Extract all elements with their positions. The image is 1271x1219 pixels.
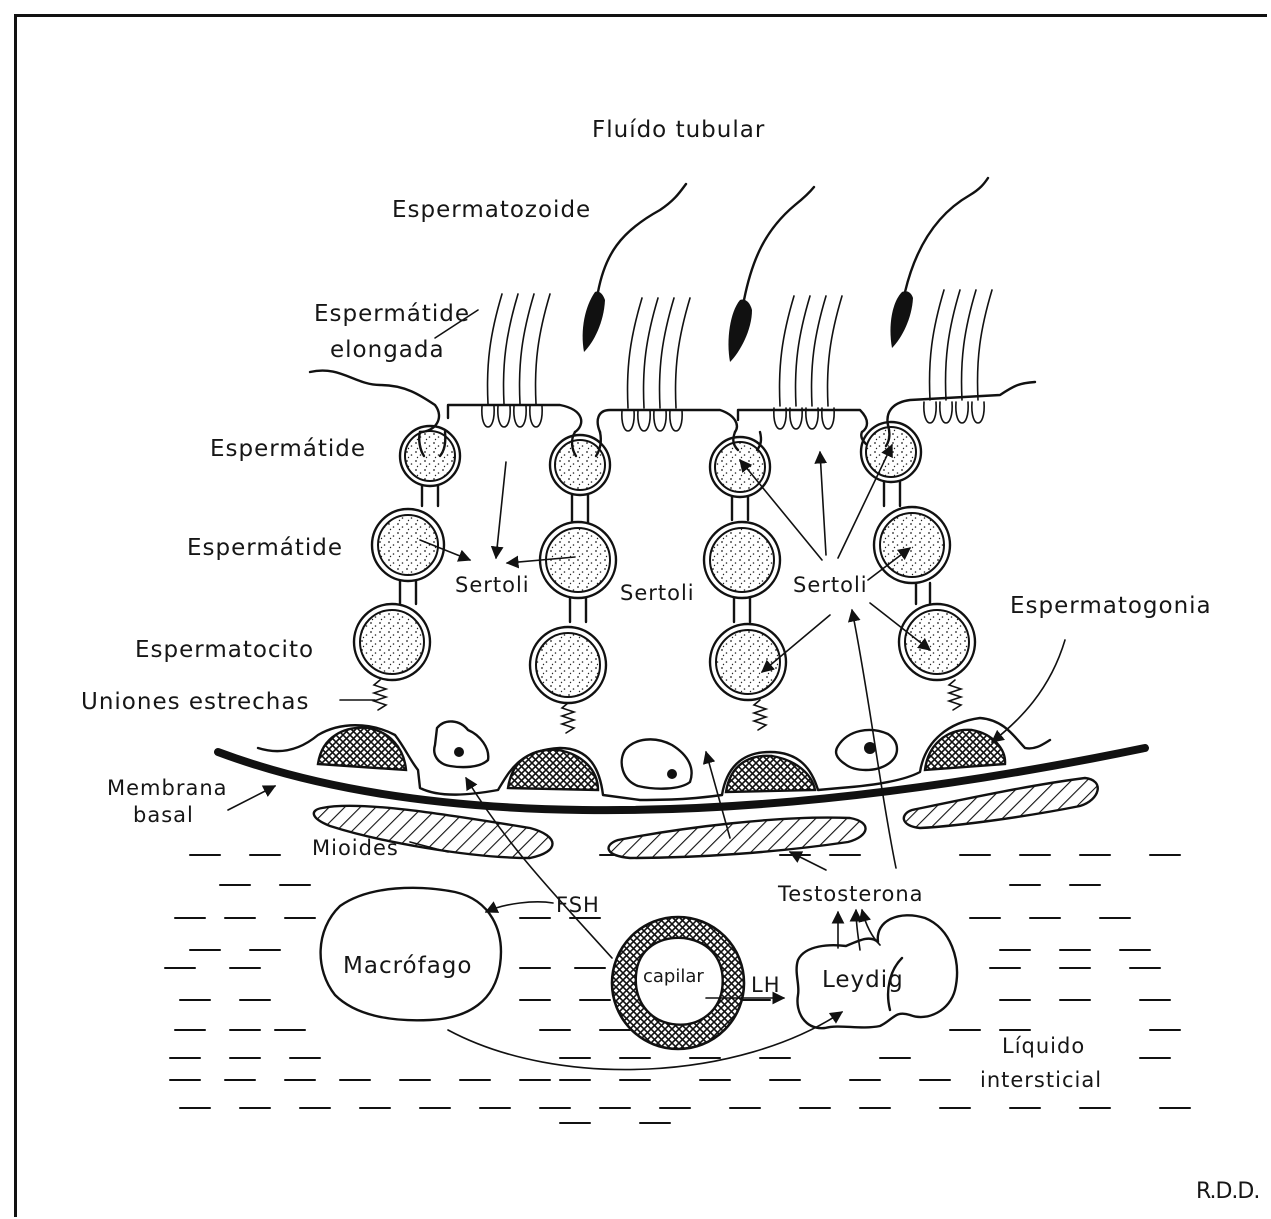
spermatid-tail <box>628 298 642 408</box>
spermatid-head-loop <box>940 402 952 423</box>
spermatid-tail <box>780 296 794 406</box>
small-cell-1 <box>434 721 488 767</box>
spermatid-tail <box>520 294 534 404</box>
label-basal: basal <box>133 801 194 829</box>
sertoli-column-2 <box>530 432 616 733</box>
spermatid-tail <box>644 298 658 408</box>
spermatid-head-loop <box>530 406 542 427</box>
sertoli-column-4 <box>861 422 975 710</box>
label-espermatide-elongada-line2: elongada <box>330 336 445 364</box>
small-cell-2 <box>622 739 692 788</box>
label-espermatide-1: Espermátide <box>210 435 366 463</box>
spermatid-tail <box>676 298 690 408</box>
spermatid-head-loop <box>670 410 682 431</box>
spermatogonium-4 <box>925 730 1005 770</box>
spermatid-head-loop <box>622 410 634 431</box>
small-cell-3 <box>836 730 897 770</box>
label-macrofago: Macrófago <box>343 952 472 980</box>
label-capilar: capilar <box>643 963 704 991</box>
label-uniones-estrechas: Uniones estrechas <box>81 688 309 716</box>
luminal-outline <box>310 371 1035 432</box>
spermatid-head-loop <box>514 406 526 427</box>
spermatid-head-loop <box>638 410 650 431</box>
spermatid-tail <box>488 294 502 404</box>
label-liquido: Líquido <box>1002 1032 1085 1060</box>
label-espermatozoide: Espermatozoide <box>392 196 591 224</box>
spermatid-tail <box>946 290 960 400</box>
spermatozoa <box>583 178 988 362</box>
label-espermatogonia: Espermatogonia <box>1010 592 1212 620</box>
spermatid-head-loop <box>972 402 984 423</box>
sertoli-column-1 <box>354 426 460 710</box>
label-fluido-tubular: Fluído tubular <box>592 116 765 144</box>
spermatid-tail <box>796 296 810 406</box>
spermatid-tail <box>536 294 550 404</box>
signature: R.D.D. <box>1196 1178 1259 1206</box>
label-sertoli-3: Sertoli <box>793 571 868 599</box>
label-sertoli-1: Sertoli <box>455 571 530 599</box>
spermatid-tail <box>930 290 944 400</box>
spermatid-tail <box>828 296 842 406</box>
spermatid-tail <box>812 296 826 406</box>
label-espermatocito: Espermatocito <box>135 636 314 664</box>
label-testosterona: Testosterona <box>778 880 924 908</box>
label-mioides: Mioides <box>312 834 399 862</box>
label-leydig: Leydig <box>822 966 904 994</box>
label-espermatide-elongada-line1: Espermátide <box>314 300 470 328</box>
myoid-cell-2 <box>609 818 866 858</box>
spermatid-head-loop <box>498 406 510 427</box>
label-intersticial: intersticial <box>980 1066 1102 1094</box>
spermatid-head-loop <box>924 402 936 423</box>
spermatid-tail <box>660 298 674 408</box>
label-lh: LH <box>751 971 781 999</box>
label-sertoli-2: Sertoli <box>620 579 695 607</box>
label-membrana: Membrana <box>107 774 228 802</box>
spermatid-tail <box>962 290 976 400</box>
spermatid-head-loop <box>482 406 494 427</box>
spermatid-head-loop <box>956 402 968 423</box>
label-espermatide-2: Espermátide <box>187 534 343 562</box>
spermatid-tail <box>504 294 518 404</box>
spermatid-head-loop <box>654 410 666 431</box>
sertoli-column-3 <box>704 432 786 730</box>
label-fsh: FSH <box>556 891 600 919</box>
spermatid-tail <box>978 290 992 400</box>
